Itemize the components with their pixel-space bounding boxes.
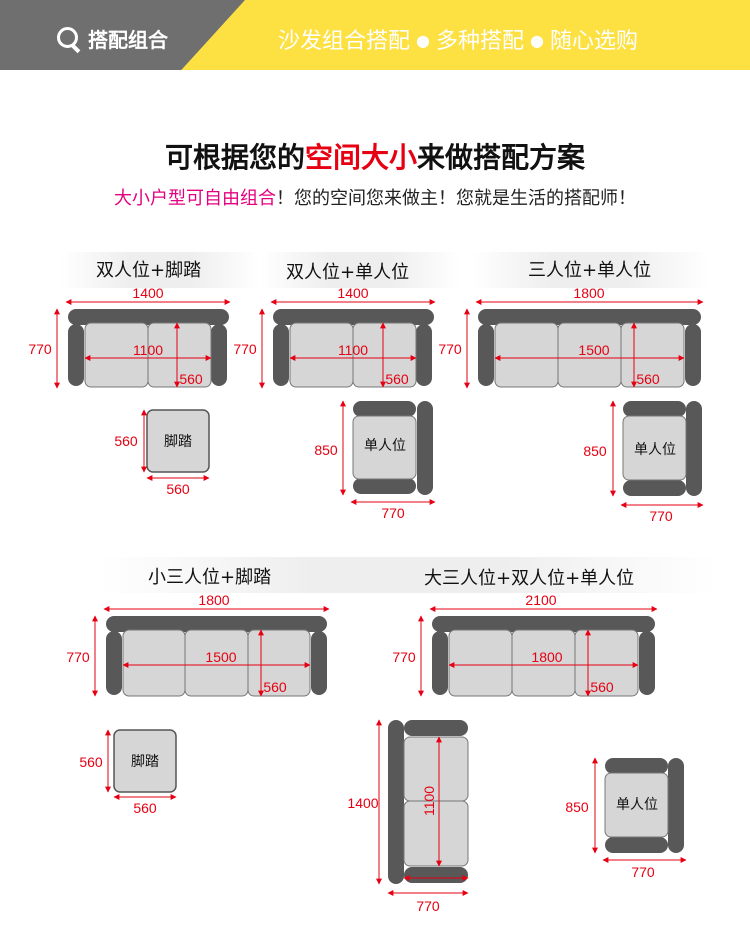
width-label: 770 [631,864,655,880]
top-banner: 搭配组合 沙发组合搭配 ● 多种搭配 ● 随心选购 [0,0,750,70]
slogan-item: 多种搭配 [435,29,524,54]
footstool-label: 脚踏 [131,753,159,769]
page-title: 可根据您的空间大小来做搭配方案 [0,136,750,176]
seat-width-label: 1100 [338,342,368,358]
footstool-label: 脚踏 [164,433,192,449]
title-highlight: 空间大小 [304,141,417,174]
seat-width-label: 1500 [205,649,236,665]
title-band [260,252,460,288]
slogan-item: 沙发组合搭配 [278,29,411,54]
depth-label: 770 [28,341,52,357]
single-seat-label: 单人位 [616,796,658,812]
subtitle-highlight: 大小户型可自由组合 [114,188,276,209]
slogan-item: 随心选购 [549,29,638,54]
depth-label: 560 [79,754,103,770]
width-label: 560 [166,481,190,497]
seat-depth-label: 560 [179,371,203,387]
bullet-icon: ● [530,31,544,50]
seat-width-label: 1100 [421,786,437,816]
subtitle-text: ！您的空间您来做主！您就是生活的搭配师！ [276,188,636,209]
depth-label: 850 [583,443,607,459]
footstool [146,409,210,473]
combo-title: 三人位+单人位 [528,260,652,281]
depth-label: 770 [233,341,257,357]
title-band [98,557,718,593]
search-icon [57,27,78,48]
width-label: 1800 [198,592,229,608]
width-label: 2100 [525,592,556,608]
width-label: 560 [133,800,157,816]
combo-title: 双人位+单人位 [286,262,410,283]
banner-slogan: 沙发组合搭配 ● 多种搭配 ● 随心选购 [278,23,638,55]
depth-label: 770 [438,341,462,357]
combo-title: 大三人位+双人位+单人位 [424,568,635,589]
seat-depth-label: 560 [385,371,409,387]
width-label: 770 [649,508,673,524]
footstool [113,729,177,793]
width-label: 770 [381,505,405,521]
seat-depth-label: 560 [590,679,614,695]
combo-title: 双人位+脚踏 [96,260,202,281]
bullet-icon: ● [416,31,430,50]
width-label: 1800 [573,285,604,301]
banner-left-title: 搭配组合 [88,28,168,52]
width-label: 1400 [132,285,163,301]
single-seat-sofa [622,401,702,496]
single-seat-sofa [604,758,684,853]
single-seat-sofa [352,401,433,495]
seat-width-label: 1800 [531,649,562,665]
page-subtitle: 大小户型可自由组合！您的空间您来做主！您就是生活的搭配师！ [0,184,750,210]
depth-label: 850 [565,799,589,815]
depth-label: 770 [392,649,416,665]
combo-title: 小三人位+脚踏 [148,567,272,588]
depth-label: 560 [114,433,138,449]
title-band [470,252,710,288]
width-label: 1400 [347,795,378,811]
single-seat-label: 单人位 [364,437,406,453]
single-seat-label: 单人位 [634,441,676,457]
depth-label: 850 [314,442,338,458]
depth-label: 770 [416,898,440,914]
depth-label: 770 [66,649,90,665]
seat-depth-label: 560 [263,679,287,695]
seat-depth-label: 560 [636,371,660,387]
width-label: 1400 [337,285,368,301]
title-part: 来做搭配方案 [417,141,586,174]
title-part: 可根据您的 [164,141,305,174]
title-band [60,252,260,288]
seat-width-label: 1500 [578,342,609,358]
seat-width-label: 1100 [133,342,163,358]
